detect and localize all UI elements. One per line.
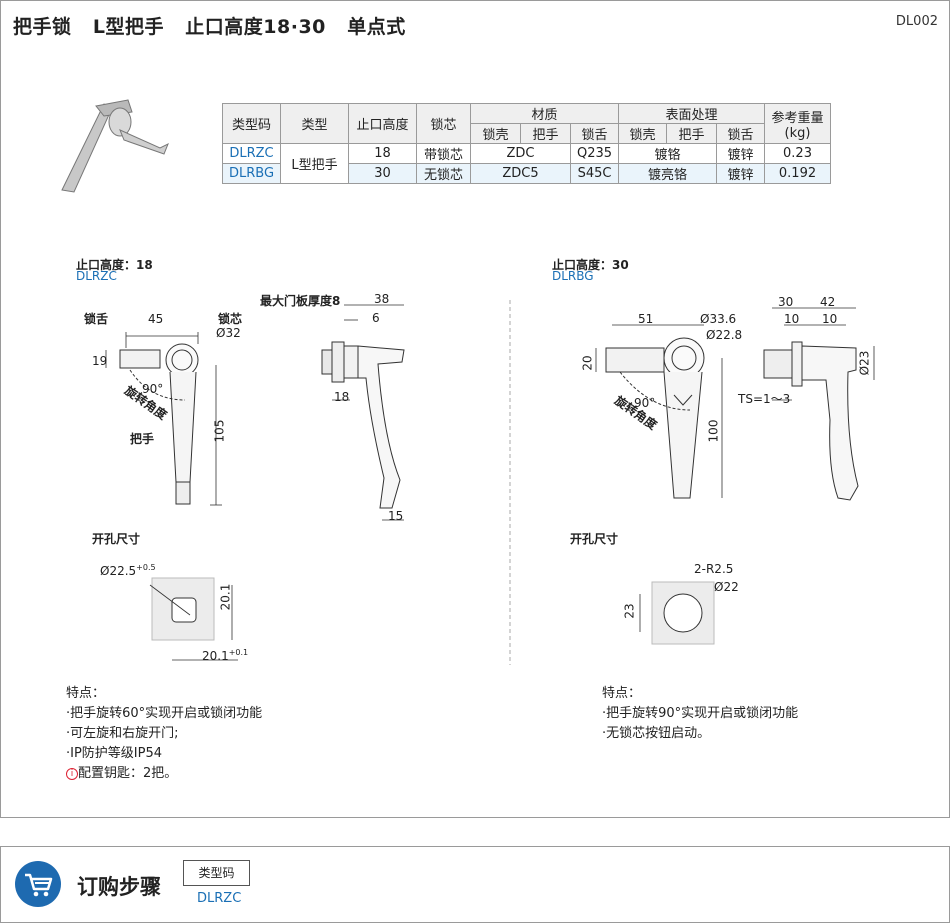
dim-10a: 10 — [784, 312, 800, 326]
cell-weight: 0.23 — [764, 143, 831, 164]
order-steps-panel: 订购步骤 类型码 DLRZC — [0, 846, 950, 923]
left-side-view — [321, 304, 405, 521]
th-sub: 把手 — [666, 123, 717, 144]
dim-hole-v: 20.1 — [218, 583, 233, 611]
info-icon: i — [66, 768, 78, 780]
dim-d22: Ø22 — [714, 580, 739, 594]
cell-mat-tongue: Q235 — [570, 143, 619, 164]
th-height: 止口高度 — [348, 103, 417, 144]
cart-icon — [15, 861, 61, 907]
cell-code[interactable]: DLRBG — [222, 163, 281, 184]
spec-table: 类型码 类型 止口高度 锁芯 材质 表面处理 参考重量(kg) 锁壳 把手 锁舌… — [222, 103, 831, 184]
lbl-hole-r: 开孔尺寸 — [570, 532, 619, 546]
lbl-ts: TS=1～3 — [738, 392, 791, 406]
left-code: DLRZC — [76, 269, 117, 283]
right-features: 特点： ·把手旋转90°实现开启或锁闭功能 ·无锁芯按钮启动。 — [602, 684, 798, 744]
th-sub: 锁舌 — [716, 123, 765, 144]
page-title: 把手锁 L型把手 止口高度18·30 单点式 — [13, 16, 406, 38]
dim-32: Ø32 — [216, 326, 241, 340]
cell-core: 带锁芯 — [416, 143, 471, 164]
dim-18: 18 — [334, 390, 350, 404]
th-material: 材质 — [470, 103, 619, 124]
right-side-view — [763, 307, 875, 501]
dim-19: 19 — [92, 354, 108, 368]
lbl-handle: 把手 — [130, 432, 155, 446]
cell-mat: ZDC — [470, 143, 571, 164]
table-row: DLRBG 30 无锁芯 ZDC5 S45C 镀亮铬 镀锌 0.192 — [222, 163, 831, 184]
right-front-view — [595, 324, 723, 499]
table-row: DLRZC L型把手 18 带锁芯 ZDC Q235 镀铬 镀锌 0.23 — [222, 143, 831, 184]
left-features: 特点： ·把手旋转60°实现开启或锁闭功能 ·可左旋和右旋开门; ·IP防护等级… — [66, 684, 262, 784]
right-hole-view — [639, 581, 715, 645]
dim-51: 51 — [638, 312, 654, 326]
dim-42: 42 — [820, 295, 836, 309]
left-front-view — [105, 332, 222, 506]
feature-item: ·把手旋转90°实现开启或锁闭功能 — [602, 706, 799, 721]
lbl-door: 最大门板厚度8 — [260, 294, 341, 308]
dim-23: Ø23 — [857, 350, 872, 376]
dim-10b: 10 — [822, 312, 838, 326]
order-title: 订购步骤 — [77, 875, 161, 899]
feature-item: ·IP防护等级IP54 — [66, 746, 163, 761]
dim-45: 45 — [148, 312, 164, 326]
dim-30: 30 — [778, 295, 794, 309]
cell-surf: 镀亮铬 — [618, 163, 717, 184]
product-code: DL002 — [895, 14, 938, 29]
cell-surf-tongue: 镀锌 — [716, 143, 765, 164]
cell-surf: 镀铬 — [618, 143, 717, 164]
th-sub: 锁壳 — [618, 123, 667, 144]
dim-r25: 2-R2.5 — [694, 562, 734, 576]
th-type-code: 类型码 — [222, 103, 281, 144]
dim-15: 15 — [388, 509, 404, 523]
dim-100: 100 — [706, 419, 721, 443]
dim-20: 20 — [580, 355, 595, 371]
dim-38: 38 — [374, 292, 390, 306]
feature-item: ·可左旋和右旋开门; — [66, 726, 179, 741]
features-title: 特点： — [602, 686, 642, 701]
cell-surf-tongue: 镀锌 — [716, 163, 765, 184]
product-photo-icon — [61, 99, 169, 193]
lbl-hole: 开孔尺寸 — [92, 532, 141, 546]
drawing-canvas — [61, 99, 875, 665]
type-code-box: 类型码 — [183, 860, 250, 886]
right-code: DLRBG — [552, 269, 594, 283]
right-height-label: 止口高度：30 — [552, 258, 629, 272]
cell-weight: 0.192 — [764, 163, 831, 184]
th-type: 类型 — [280, 103, 349, 144]
th-surface: 表面处理 — [618, 103, 765, 124]
cell-mat-tongue: S45C — [570, 163, 619, 184]
th-sub: 把手 — [520, 123, 571, 144]
th-sub: 锁壳 — [470, 123, 521, 144]
left-height-label: 止口高度：18 — [76, 258, 153, 272]
cell-code[interactable]: DLRZC — [222, 143, 281, 164]
lbl-tongue: 锁舌 — [84, 312, 109, 326]
lbl-angle-r: 90° — [634, 396, 656, 410]
dim-105: 105 — [212, 419, 227, 443]
features-title: 特点： — [66, 686, 106, 701]
cell-type: L型把手 — [280, 143, 349, 184]
lbl-core: 锁芯 — [218, 312, 243, 326]
th-core: 锁芯 — [416, 103, 471, 144]
cell-height: 30 — [348, 163, 417, 184]
cell-mat: ZDC5 — [470, 163, 571, 184]
cell-height: 18 — [348, 143, 417, 164]
type-code-value[interactable]: DLRZC — [197, 891, 242, 906]
lbl-angle: 90° — [142, 382, 164, 396]
dim-6: 6 — [372, 311, 380, 325]
dim-hole-h: 20.1+0.1 — [202, 648, 249, 663]
dim-22-8: Ø22.8 — [706, 328, 743, 342]
left-hole-view — [149, 577, 238, 661]
feature-item: ·无锁芯按钮启动。 — [602, 726, 711, 741]
dim-h23: 23 — [622, 603, 637, 619]
th-sub: 锁舌 — [570, 123, 619, 144]
cell-core: 无锁芯 — [416, 163, 471, 184]
feature-item: ·把手旋转60°实现开启或锁闭功能 — [66, 706, 263, 721]
dim-hole-d: Ø22.5+0.5 — [100, 563, 156, 578]
th-weight: 参考重量(kg) — [764, 103, 831, 144]
dim-33-6: Ø33.6 — [700, 312, 737, 326]
